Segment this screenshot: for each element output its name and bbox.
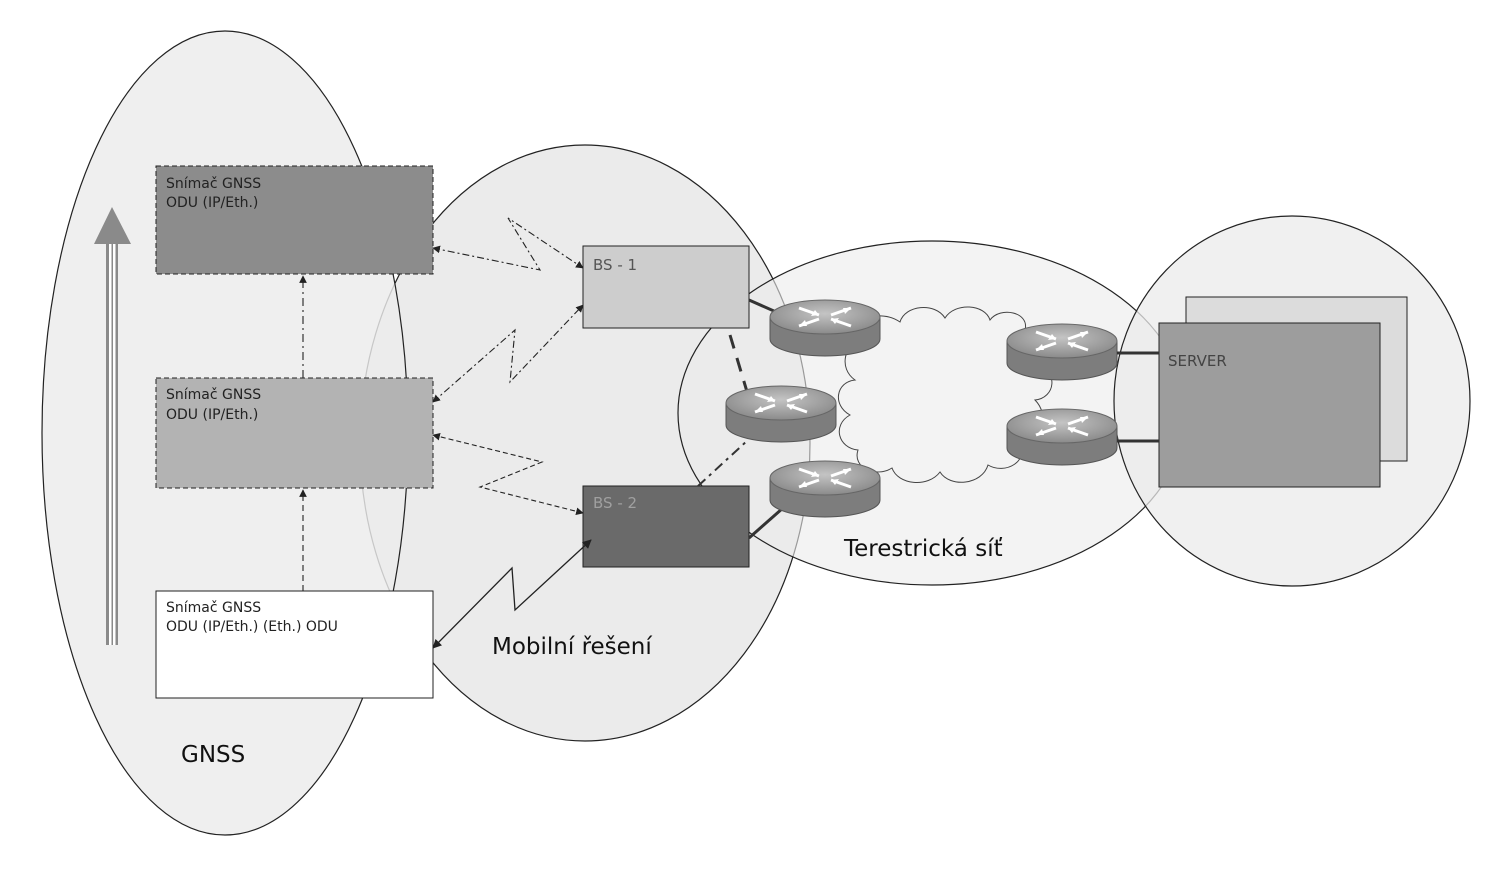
base-station-2: BS - 2 — [582, 485, 750, 568]
gnss-region-label: GNSS — [181, 742, 245, 768]
sensor-1-line2: ODU (IP/Eth.) — [166, 195, 258, 211]
sensor-3-line1: Snímač GNSS — [166, 600, 261, 616]
router-5-icon — [1005, 407, 1119, 467]
router-2-icon — [724, 384, 838, 444]
bs-2-label: BS - 2 — [593, 494, 637, 512]
wireless-link-sensor3-bs2 — [432, 539, 592, 649]
mobile-region-label: Mobilní řešení — [492, 634, 652, 660]
router-1-icon — [768, 298, 882, 358]
upward-arrow-icon — [94, 207, 131, 645]
bs2-to-router3-link — [748, 506, 784, 540]
sensor-box-2: Snímač GNSS ODU (IP/Eth.) — [155, 377, 434, 489]
wireless-link-sensor2-bs1 — [432, 304, 584, 403]
bs1-to-router2-link — [728, 334, 750, 396]
server-node: SERVER — [1158, 296, 1408, 488]
server-label: SERVER — [1168, 352, 1227, 370]
base-station-1: BS - 1 — [582, 245, 750, 329]
sensor-1-line1: Snímač GNSS — [166, 176, 261, 192]
sensor-box-1: Snímač GNSS ODU (IP/Eth.) — [155, 165, 434, 275]
wireless-link-sensor1-bs1 — [432, 217, 584, 271]
terrestrial-region-label: Terestrická síť — [843, 536, 1003, 562]
sensor-2-line2: ODU (IP/Eth.) — [166, 407, 258, 423]
sensor-2-line1: Snímač GNSS — [166, 387, 261, 403]
sensor-3-line2: ODU (IP/Eth.) (Eth.) ODU — [166, 619, 338, 635]
wireless-link-sensor2-bs2 — [432, 432, 584, 516]
router-3-icon — [768, 459, 882, 519]
router-4-icon — [1005, 322, 1119, 382]
bs-1-label: BS - 1 — [593, 256, 637, 274]
sensor-box-3: Snímač GNSS ODU (IP/Eth.) (Eth.) ODU — [155, 590, 434, 699]
